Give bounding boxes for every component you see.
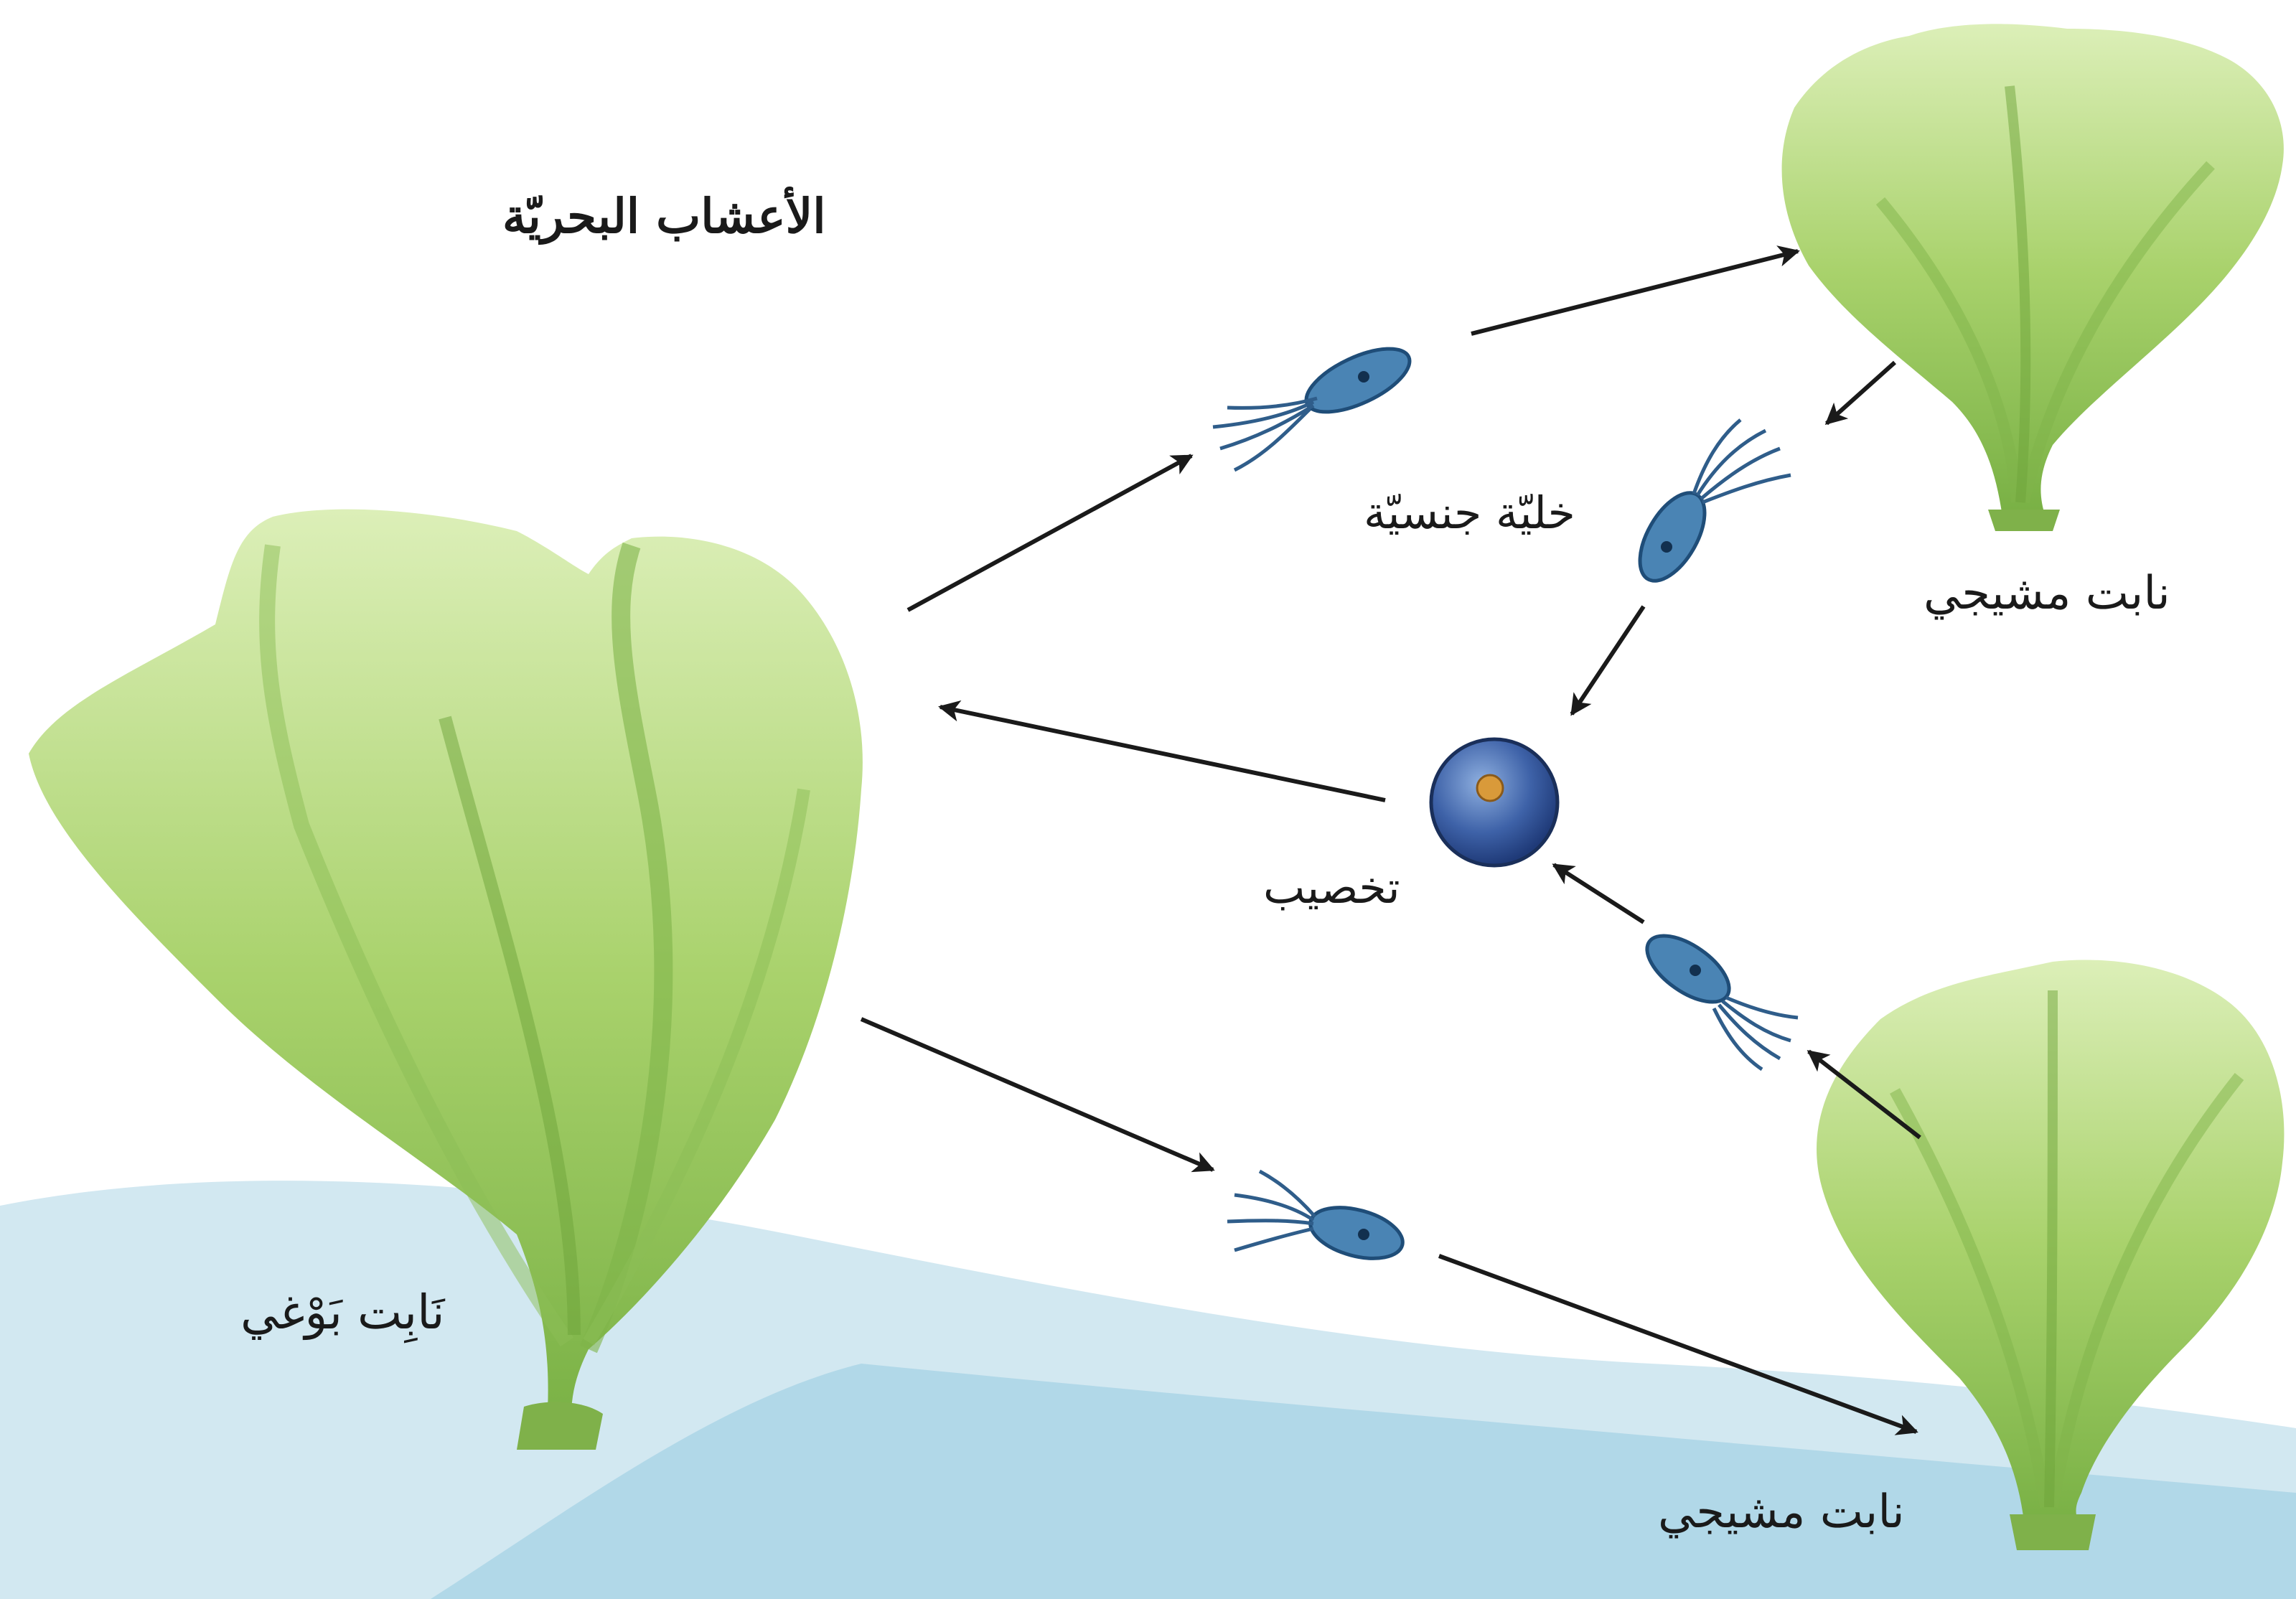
zygote <box>1431 739 1557 866</box>
arrow-spore-to-gametophyte-top <box>1471 251 1798 334</box>
spore-cell-upper <box>1213 336 1418 470</box>
arrow-sporophyte-to-spore-upper <box>908 456 1191 610</box>
label-gamete: خليّة جنسيّة <box>1364 487 1575 539</box>
arrow-zygote-to-sporophyte <box>940 707 1385 800</box>
gamete-cell-upper <box>1627 420 1791 591</box>
label-fertilization: تخصيب <box>1263 861 1400 914</box>
label-gametophyte-bottom: نابت مشيجي <box>1658 1486 1905 1539</box>
spore-cell-lower <box>1227 1171 1408 1267</box>
label-sporophyte: نَابِت بَوْغي <box>240 1285 445 1340</box>
arrow-gamete-to-zygote-lower <box>1554 865 1644 922</box>
gametophyte-plant-top <box>1782 24 2284 531</box>
arrow-gametophyte-top-to-gamete <box>1827 362 1895 423</box>
gamete-cell-lower <box>1636 923 1798 1069</box>
diagram-title: الأعشاب البحريّة <box>502 188 826 244</box>
arrow-sporophyte-to-spore-lower <box>861 1019 1213 1170</box>
arrow-gamete-to-zygote <box>1572 606 1644 714</box>
label-gametophyte-top: نابت مشيجي <box>1924 567 2170 620</box>
